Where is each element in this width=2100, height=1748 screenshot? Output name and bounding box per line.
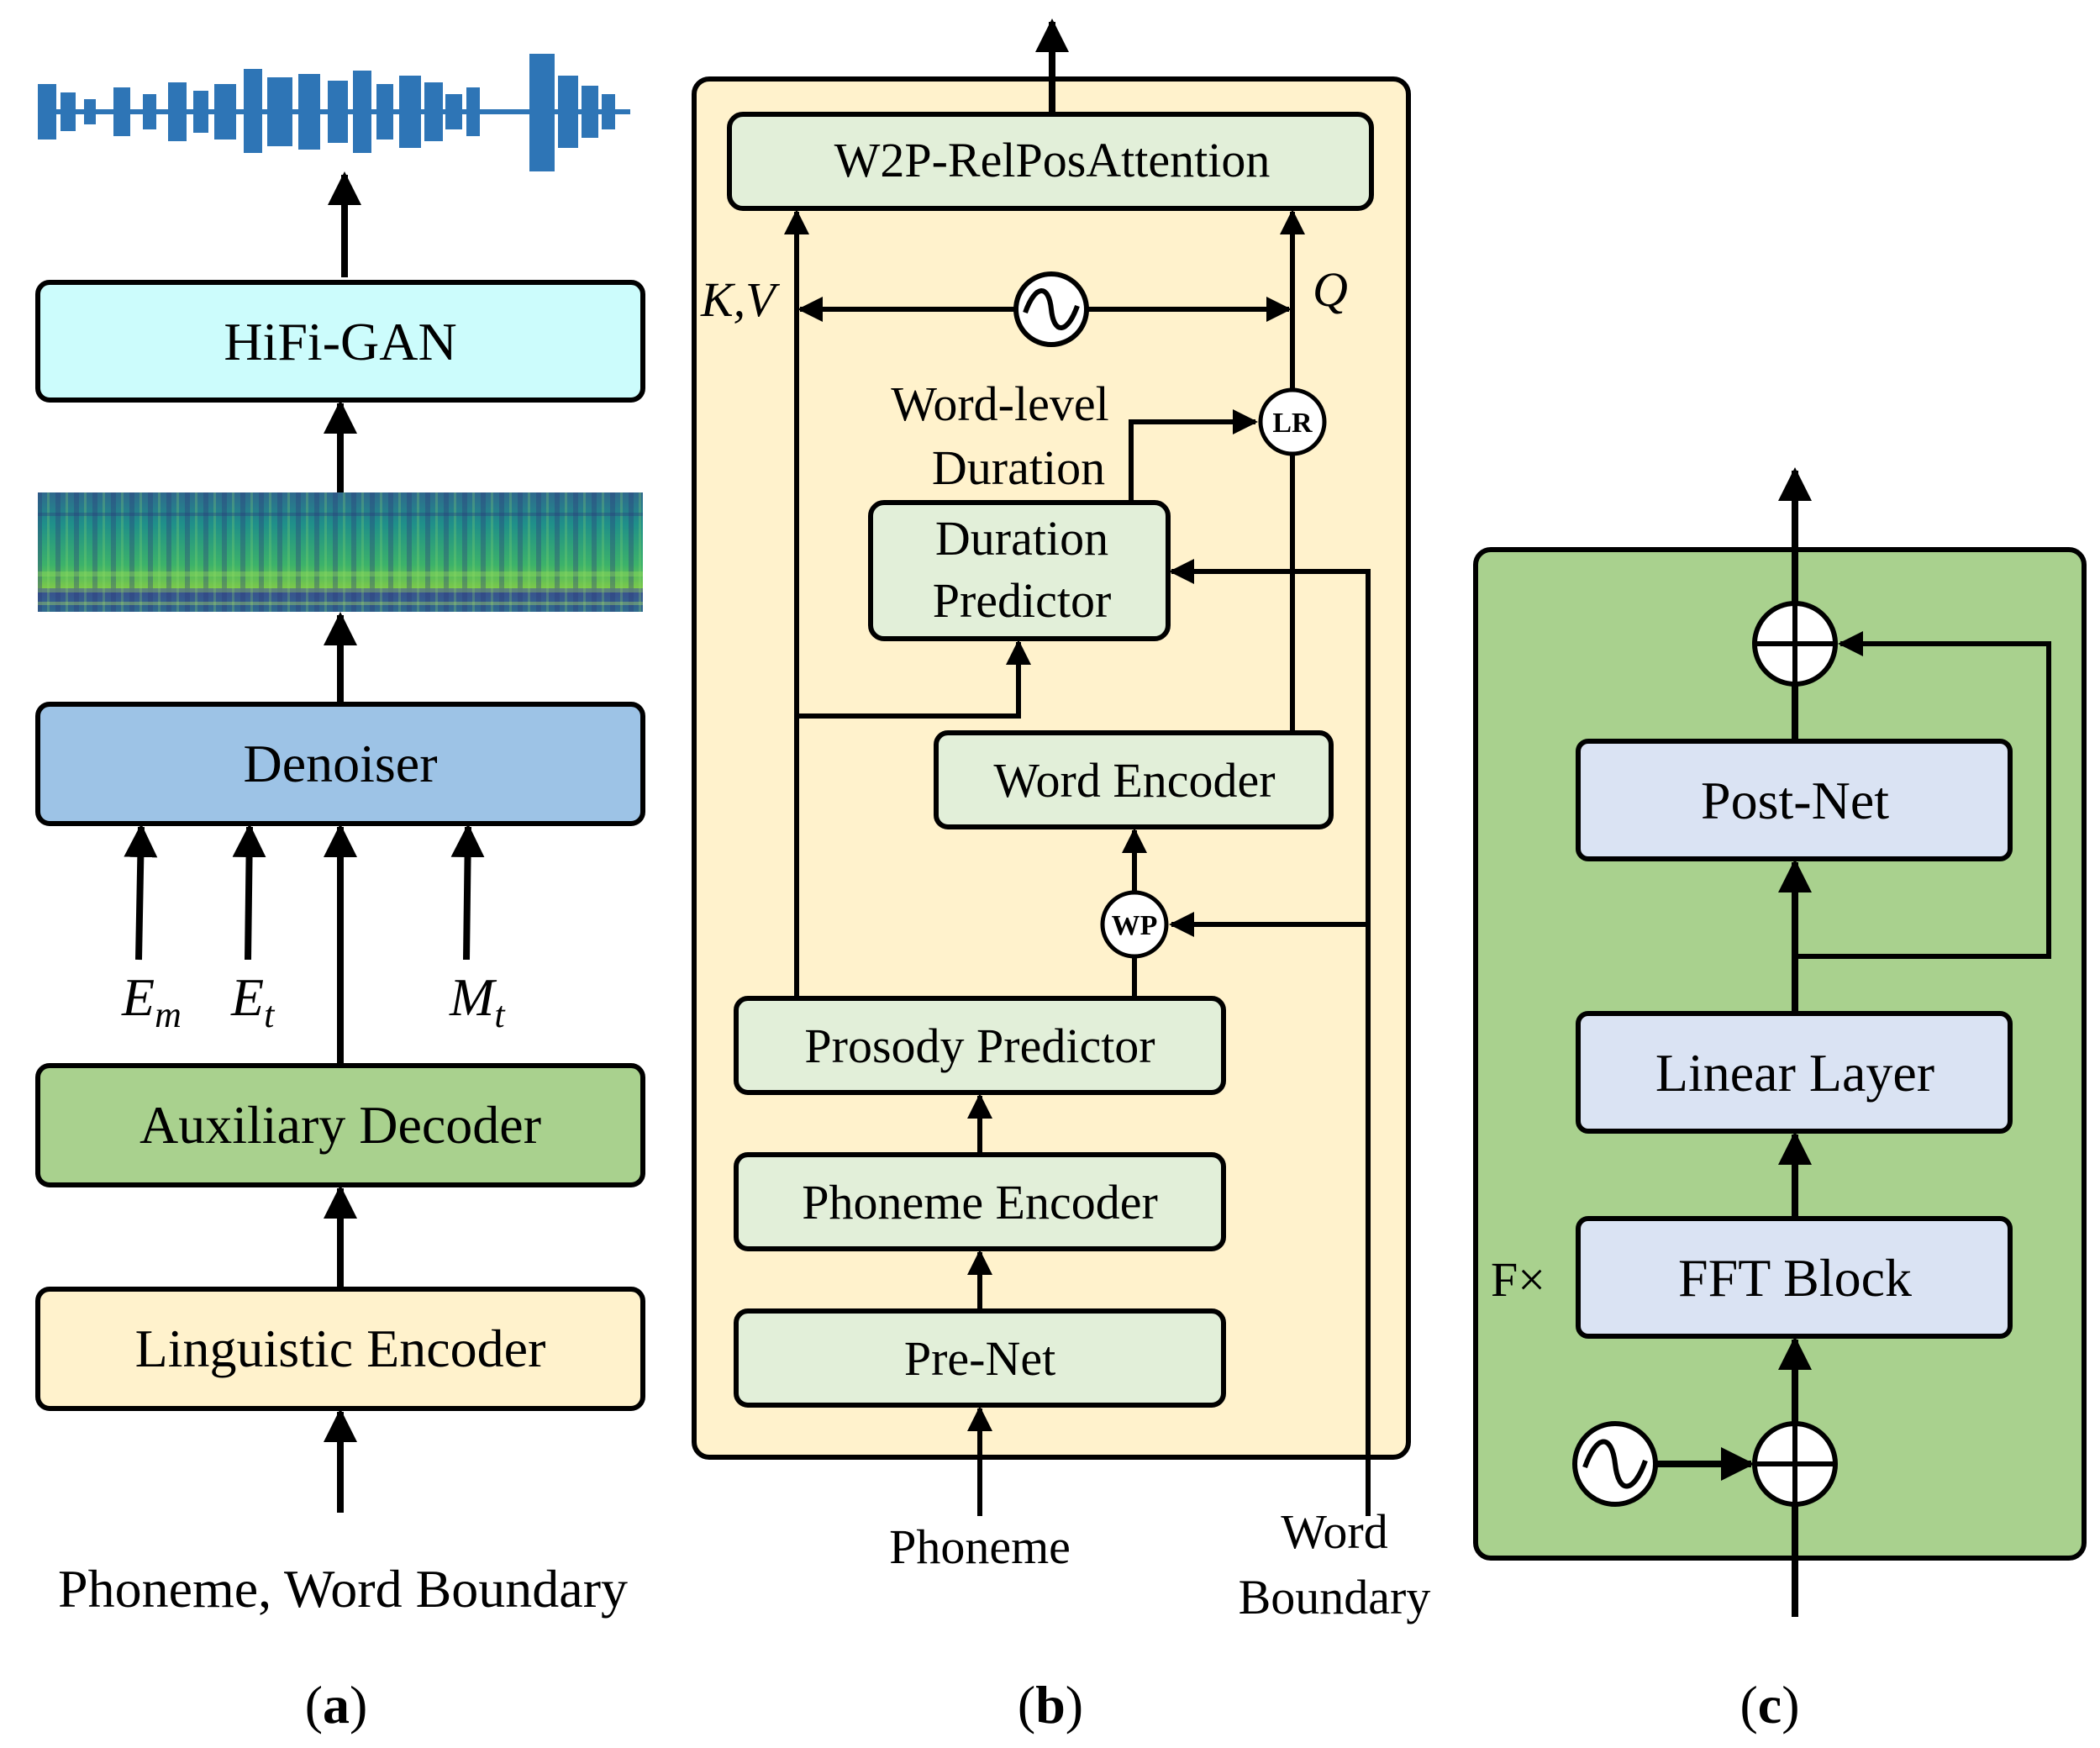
svg-text:LR: LR xyxy=(1272,408,1313,439)
input-add-icon xyxy=(1752,1421,1838,1507)
svg-text:WP: WP xyxy=(1112,910,1158,941)
duration-predictor-box xyxy=(868,500,1171,641)
panel-a-input-label: Phoneme, Word Boundary xyxy=(58,1559,628,1619)
residual-add-icon xyxy=(1752,601,1838,687)
prosody-predictor-label: Prosody Predictor xyxy=(804,1019,1155,1073)
hifigan-label: HiFi-GAN xyxy=(224,312,456,371)
word-encoder-label: Word Encoder xyxy=(993,753,1275,808)
phoneme-input-label: Phoneme xyxy=(889,1519,1071,1574)
kv-label: K,V xyxy=(700,272,781,327)
duration-predictor-label-1: Duration xyxy=(935,511,1108,566)
spectrogram-texture xyxy=(38,513,643,605)
panel-a: HiFi-GAN Denoiser Em Et Mt Auxiliary Dec… xyxy=(35,54,645,1735)
positional-encoding-icon xyxy=(1572,1421,1658,1507)
aux-decoder-label: Auxiliary Decoder xyxy=(139,1095,541,1155)
panel-a-caption: (a) xyxy=(305,1675,368,1735)
phoneme-encoder-box xyxy=(734,1152,1226,1251)
prenet-label: Pre-Net xyxy=(904,1331,1055,1386)
word-level-duration-label-2: Duration xyxy=(932,440,1105,495)
et-label: Et xyxy=(230,967,276,1035)
length-regulator-node: LR xyxy=(1258,387,1327,456)
word-boundary-input-label-2: Boundary xyxy=(1239,1570,1431,1624)
spectrogram-image xyxy=(38,492,643,612)
word-pooling-node: WP xyxy=(1100,890,1169,959)
panel-b: W2P-RelPosAttention K,V Q LR Word-level … xyxy=(692,18,1431,1735)
duration-predictor-label-2: Predictor xyxy=(933,573,1112,628)
word-boundary-input-label-1: Word xyxy=(1281,1504,1387,1559)
linear-layer-label: Linear Layer xyxy=(1655,1043,1934,1103)
w2p-attention-label: W2P-RelPosAttention xyxy=(834,133,1271,187)
fft-block-label: FFT Block xyxy=(1678,1248,1912,1308)
prosody-predictor-box xyxy=(734,996,1226,1095)
mt-label: Mt xyxy=(449,967,506,1035)
phoneme-encoder-label: Phoneme Encoder xyxy=(802,1175,1158,1229)
panel-b-caption: (b) xyxy=(1018,1675,1083,1735)
w2p-attention-box xyxy=(727,112,1374,211)
waveform-icon xyxy=(38,54,630,171)
prenet-box xyxy=(734,1308,1226,1408)
q-label: Q xyxy=(1313,262,1348,317)
linguistic-encoder-label: Linguistic Encoder xyxy=(135,1319,546,1378)
word-level-duration-label-1: Word-level xyxy=(891,376,1108,431)
em-label: Em xyxy=(121,967,182,1035)
repeat-count-label: F× xyxy=(1491,1252,1545,1307)
denoiser-label: Denoiser xyxy=(243,734,437,793)
postnet-label: Post-Net xyxy=(1701,771,1889,830)
word-encoder-box xyxy=(934,730,1334,829)
panel-c-caption: (c) xyxy=(1739,1675,1799,1735)
positional-encoding-icon xyxy=(1013,271,1089,347)
panel-c: Post-Net Linear Layer FFT Block F× (c) xyxy=(1473,467,2087,1735)
